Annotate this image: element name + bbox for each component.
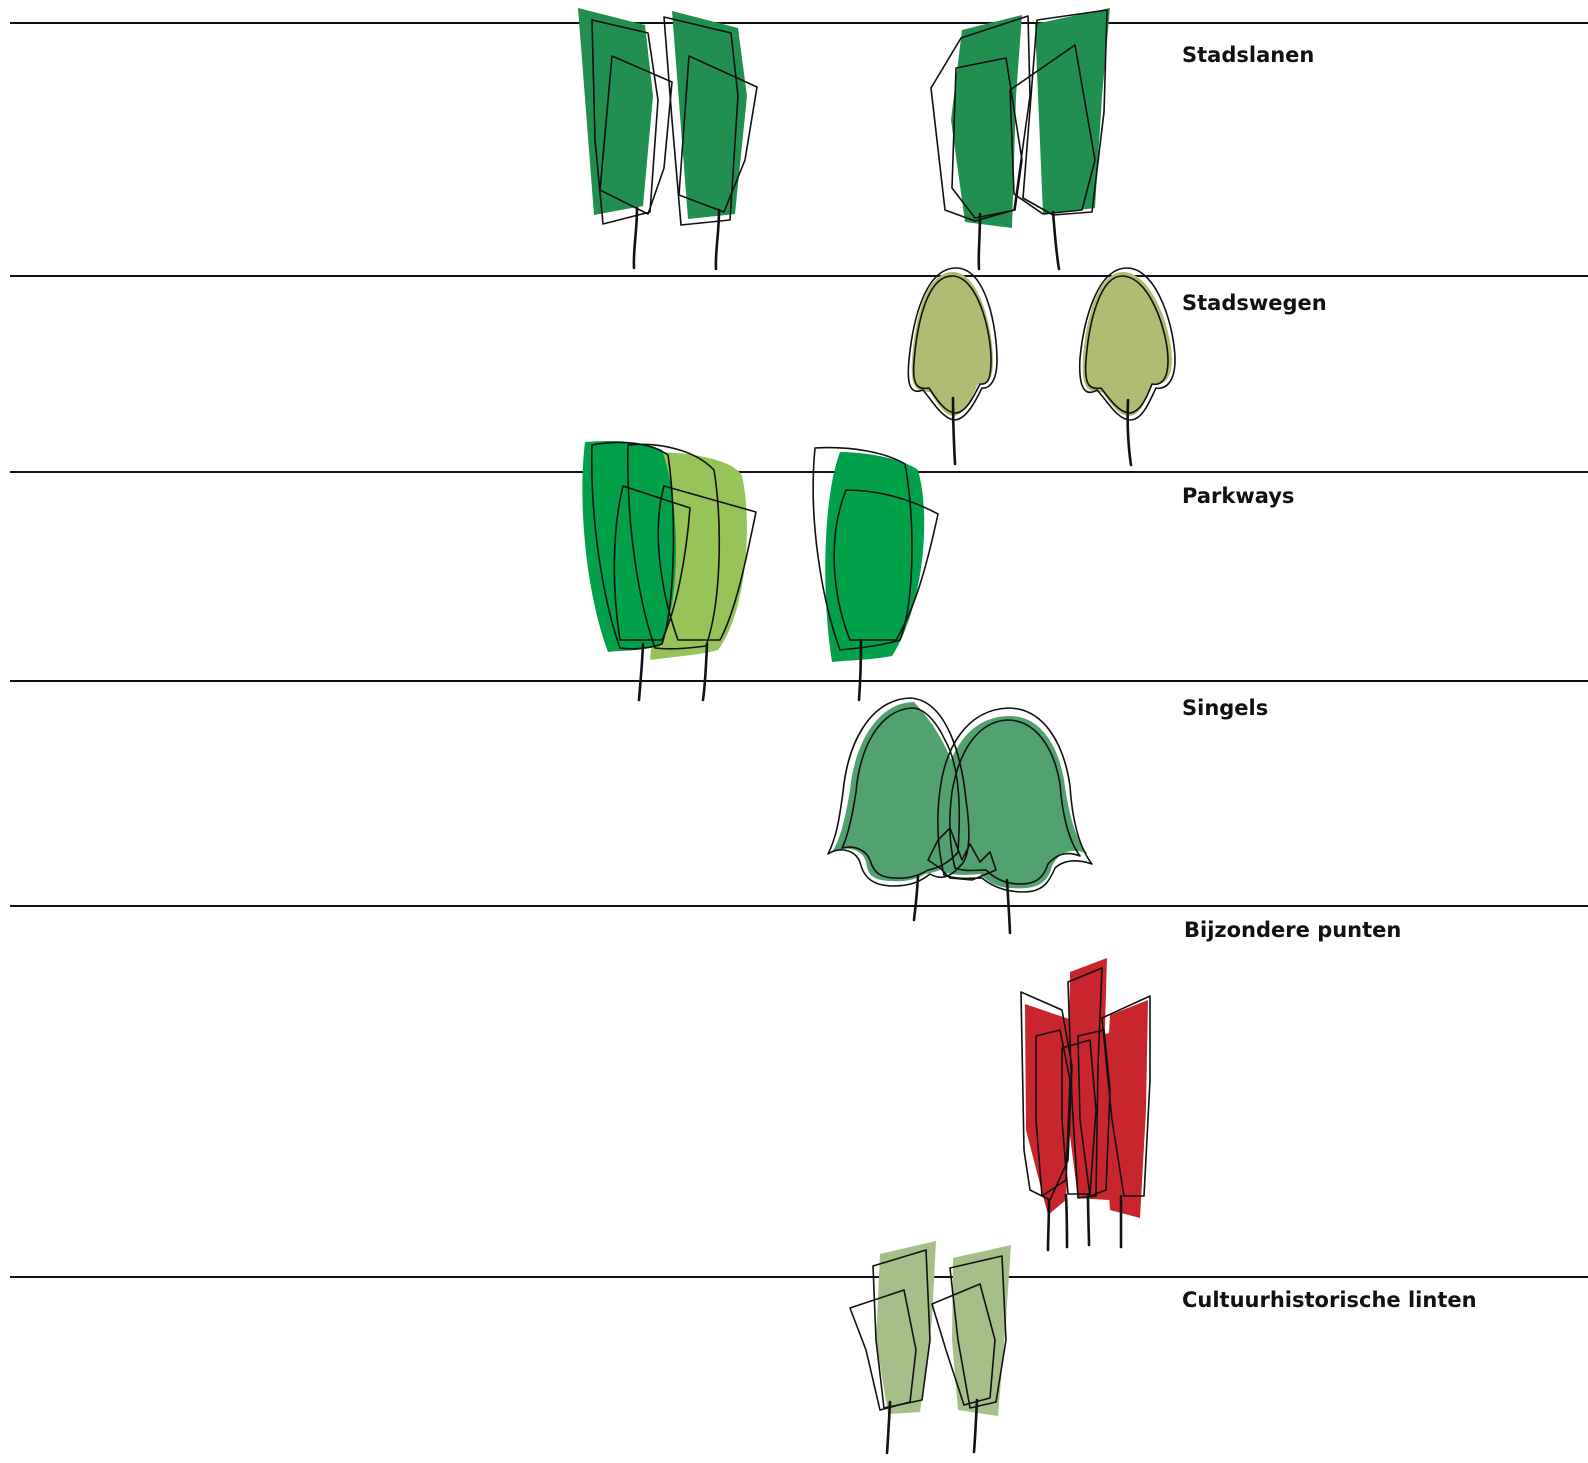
fastigiate-tree-icon	[1021, 958, 1150, 1250]
ovate-tree-icon	[1080, 268, 1175, 465]
columnar-tree-icon	[850, 1241, 936, 1453]
cultuurhistorische-linten-trees	[850, 1241, 1011, 1453]
broad-columnar-tree-icon	[813, 448, 938, 700]
row-label-stadslanen: Stadslanen	[1182, 45, 1314, 66]
broad-columnar-tree-icon	[582, 441, 756, 700]
stadslanen-trees	[578, 8, 1110, 269]
columnar-tree-icon	[664, 11, 757, 269]
bijzondere-punten-trees	[1021, 958, 1150, 1250]
columnar-tree-icon	[1010, 8, 1110, 269]
parkways-trees	[582, 441, 938, 700]
columnar-tree-icon	[931, 15, 1030, 269]
row-label-singels: Singels	[1182, 698, 1268, 719]
umbrella-tree-icon	[828, 698, 1092, 933]
row-label-cultuurhistorische-linten: Cultuurhistorische linten	[1182, 1290, 1477, 1311]
columnar-tree-icon	[578, 8, 672, 268]
row-label-stadswegen: Stadswegen	[1182, 293, 1327, 314]
ovate-tree-icon	[908, 268, 997, 464]
row-label-bijzondere-punten: Bijzondere punten	[1184, 920, 1401, 941]
stadswegen-trees	[908, 268, 1175, 465]
singels-trees	[828, 698, 1092, 933]
row-label-parkways: Parkways	[1182, 486, 1294, 507]
